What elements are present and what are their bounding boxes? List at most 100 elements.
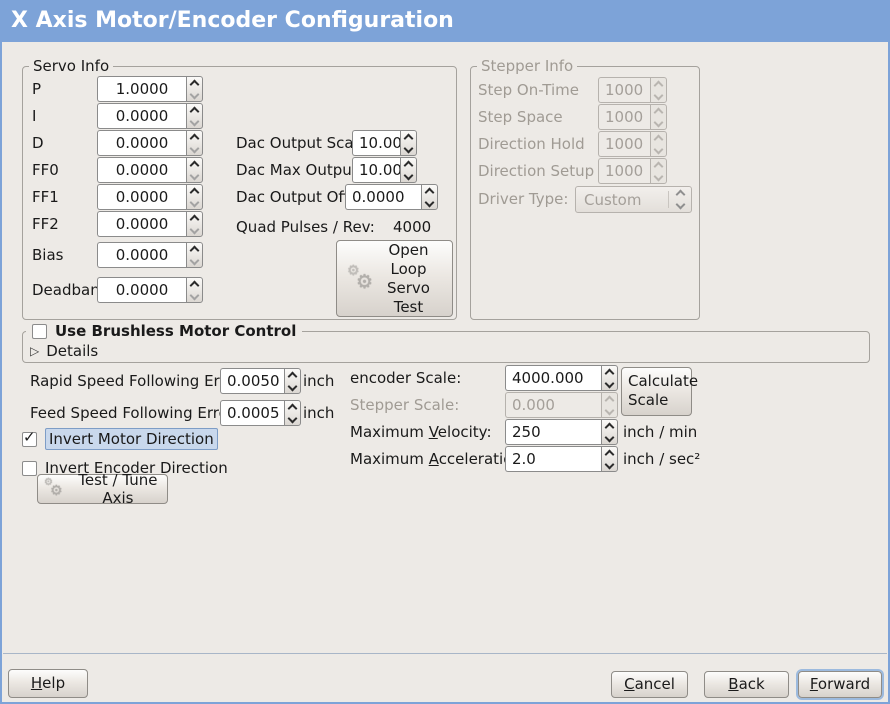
encoder-scale-input[interactable]: 4000.000	[505, 365, 601, 391]
spin-down-icon	[189, 197, 200, 207]
spin-up-icon	[189, 133, 200, 143]
feed-following-error-unit: inch	[303, 404, 335, 422]
test-tune-axis-label: Test / Tune Axis	[78, 471, 158, 507]
gear-small-glyph: ⚙	[44, 477, 53, 488]
ff1-input[interactable]: 0.0000	[97, 184, 186, 210]
test-tune-axis-button[interactable]: ⚙ ⚙ Test / Tune Axis	[37, 471, 168, 507]
use-brushless-checkbox[interactable]	[32, 323, 47, 339]
invert-encoder-direction-label[interactable]: Invert Encoder Direction	[45, 459, 228, 477]
p-label: P	[32, 80, 42, 98]
dac-output-scale-input[interactable]: 10.00	[352, 130, 400, 156]
i-input[interactable]: 0.0000	[97, 103, 186, 129]
invert-encoder-direction-row: Invert Encoder Direction	[22, 457, 228, 479]
spin-down-icon	[287, 381, 298, 391]
max-acceleration-spin-buttons[interactable]	[601, 446, 618, 472]
dac-output-scale-spinbox: 10.00	[352, 130, 417, 156]
spin-down-icon	[189, 143, 200, 153]
dac-output-scale-spin-buttons[interactable]	[400, 130, 417, 156]
max-acceleration-input[interactable]: 2.0	[505, 446, 601, 472]
bias-spinbox: 0.0000	[97, 242, 203, 268]
max-velocity-input[interactable]: 250	[505, 419, 601, 445]
cancel-button[interactable]: Cancel	[611, 671, 688, 698]
dac-output-offset-label: Dac Output Offset:	[236, 188, 377, 206]
dac-max-output-spin-buttons[interactable]	[400, 157, 417, 183]
ff2-spin-buttons[interactable]	[186, 211, 203, 237]
spin-down-icon	[189, 255, 200, 265]
invert-motor-direction-label[interactable]: Invert Motor Direction	[45, 428, 218, 450]
feed-following-error-spin-buttons[interactable]	[284, 400, 301, 426]
stepper-scale-input: 0.000	[505, 392, 601, 418]
direction-setup-spin-buttons	[650, 158, 667, 184]
spin-up-icon	[424, 187, 435, 197]
bias-input[interactable]: 0.0000	[97, 242, 186, 268]
rapid-following-error-input[interactable]: 0.0050	[220, 368, 284, 394]
encoder-scale-label: encoder Scale:	[350, 369, 462, 387]
spin-down-icon	[403, 170, 414, 180]
bias-spin-buttons[interactable]	[186, 242, 203, 268]
driver-type-label: Driver Type:	[478, 190, 569, 208]
invert-motor-direction-checkbox[interactable]: ✓	[22, 428, 37, 447]
forward-button[interactable]: Forward	[798, 671, 882, 698]
rapid-following-error-spin-buttons[interactable]	[284, 368, 301, 394]
ff1-label: FF1	[32, 188, 59, 206]
spin-up-icon	[189, 187, 200, 197]
direction-setup-spinbox: 1000	[598, 158, 667, 184]
rapid-following-error-label: Rapid Speed Following Error:	[30, 372, 246, 390]
deadband-spin-buttons[interactable]	[186, 277, 203, 303]
ff1-spinbox: 0.0000	[97, 184, 203, 210]
stepper-scale-spinbox: 0.000	[505, 392, 618, 418]
chevron-down-icon	[675, 199, 685, 210]
spin-up-icon	[604, 395, 615, 405]
i-spin-buttons[interactable]	[186, 103, 203, 129]
bias-label: Bias	[32, 246, 64, 264]
spin-down-icon	[189, 224, 200, 234]
check-icon: ✓	[23, 427, 36, 446]
deadband-input[interactable]: 0.0000	[97, 277, 186, 303]
calculate-scale-button[interactable]: Calculate Scale	[621, 367, 698, 416]
max-velocity-label: Maximum Velocity:	[350, 423, 492, 441]
ff2-input[interactable]: 0.0000	[97, 211, 186, 237]
dac-max-output-input[interactable]: 10.00	[352, 157, 400, 183]
open-loop-servo-test-button[interactable]: ⚙ ⚙ Open Loop Servo Test	[336, 240, 453, 317]
invert-encoder-direction-checkbox[interactable]	[22, 460, 37, 476]
spin-up-icon	[403, 160, 414, 170]
d-spin-buttons[interactable]	[186, 130, 203, 156]
chevron-up-icon	[675, 189, 685, 200]
help-button[interactable]: Help	[8, 669, 88, 698]
d-input[interactable]: 0.0000	[97, 130, 186, 156]
p-input[interactable]: 1.0000	[97, 76, 186, 102]
invert-motor-direction-row: ✓ Invert Motor Direction	[22, 428, 218, 450]
spin-up-icon	[189, 106, 200, 116]
dac-output-offset-spin-buttons[interactable]	[421, 184, 438, 210]
back-button[interactable]: Back	[704, 671, 789, 698]
step-space-input: 1000	[598, 104, 650, 130]
feed-following-error-input[interactable]: 0.0005	[220, 400, 284, 426]
ff1-spin-buttons[interactable]	[186, 184, 203, 210]
spin-up-icon	[287, 403, 298, 413]
i-spinbox: 0.0000	[97, 103, 203, 129]
p-spin-buttons[interactable]	[186, 76, 203, 102]
direction-hold-input: 1000	[598, 131, 650, 157]
spin-up-icon	[604, 368, 615, 378]
driver-type-value: Custom	[584, 190, 642, 209]
dac-output-offset-input[interactable]: 0.0000	[345, 184, 421, 210]
gear-large-glyph: ⚙	[356, 270, 374, 293]
details-expander[interactable]: ▷ Details	[30, 342, 98, 360]
spin-down-icon	[653, 171, 664, 181]
ff0-spin-buttons[interactable]	[186, 157, 203, 183]
step-on-time-label: Step On-Time	[478, 81, 579, 99]
stepper-info-frame-title: Stepper Info	[477, 57, 578, 75]
spin-up-icon	[189, 280, 200, 290]
ff0-input[interactable]: 0.0000	[97, 157, 186, 183]
encoder-scale-spin-buttons[interactable]	[601, 365, 618, 391]
spin-up-icon	[604, 449, 615, 459]
max-velocity-spin-buttons[interactable]	[601, 419, 618, 445]
spin-up-icon	[189, 160, 200, 170]
combo-arrows-icon	[669, 189, 691, 210]
use-brushless-label: Use Brushless Motor Control	[55, 322, 297, 340]
spin-down-icon	[287, 413, 298, 423]
spin-up-icon	[189, 245, 200, 255]
spin-down-icon	[189, 170, 200, 180]
spin-down-icon	[604, 405, 615, 415]
use-brushless-row: Use Brushless Motor Control	[26, 321, 303, 341]
